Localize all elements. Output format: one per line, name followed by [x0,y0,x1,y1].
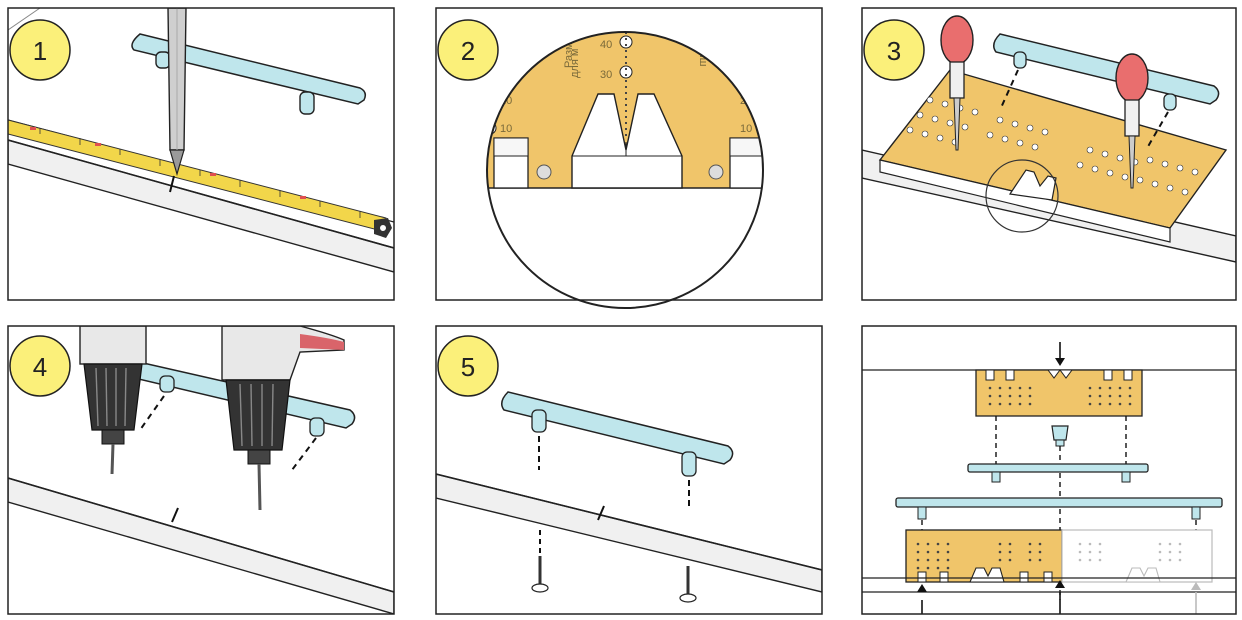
cabinet-handle [131,33,367,115]
step-badge-5 [437,335,499,397]
awl-icon-left [940,15,974,151]
magnifier-circle [486,31,764,309]
step-number-3: 3 [887,36,901,66]
panel-step-2: 40 30 50 10 20 20 10 Разм для м шшш 2 [436,8,822,309]
pencil-icon [167,8,187,177]
ruler-label-40: 40 [600,39,612,51]
panel-step-1: 1 [8,8,394,300]
panel-frame-2 [435,7,823,301]
panel-frame-5 [435,325,823,615]
zoom-indicator-circle [985,159,1059,233]
long-handle [895,497,1223,508]
jig-top [975,369,1143,417]
ruler-label-10: 10 [500,123,512,135]
panel-frame-6 [861,325,1237,615]
ruler-label-10b: 10 [740,123,752,135]
drill-icon-right [221,326,345,511]
panel-frame-3 [861,7,1237,301]
knob-icon [1051,425,1069,441]
step-number-4: 4 [33,352,47,382]
panel-step-5: 5 [436,326,822,614]
panel-step-3: 3 [862,8,1236,300]
step-number-5: 5 [461,352,475,382]
jig-text-for: для м [569,49,581,78]
tape-measure [8,119,392,238]
awl-icon-right [1115,53,1149,189]
panel-step-6 [862,326,1236,614]
drill-icon-left [79,326,147,475]
screw-icon-right [679,566,697,603]
screw-icon-left [531,530,549,593]
panel-frame-4 [7,325,395,615]
step-number-1: 1 [33,36,47,66]
ruler-label-30: 30 [600,69,612,81]
step-badge-2 [437,19,499,81]
cabinet-handle-3 [993,33,1220,105]
step-badge-1 [9,19,71,81]
step-number-2: 2 [461,36,475,66]
jig-text-size: Разм [563,42,575,68]
cabinet-handle-5 [501,391,734,465]
step-badge-4 [9,335,71,397]
short-handle [967,463,1149,473]
panel-frame-1 [7,7,395,301]
panel-step-4: 4 [8,326,394,614]
step-badge-3 [863,19,925,81]
